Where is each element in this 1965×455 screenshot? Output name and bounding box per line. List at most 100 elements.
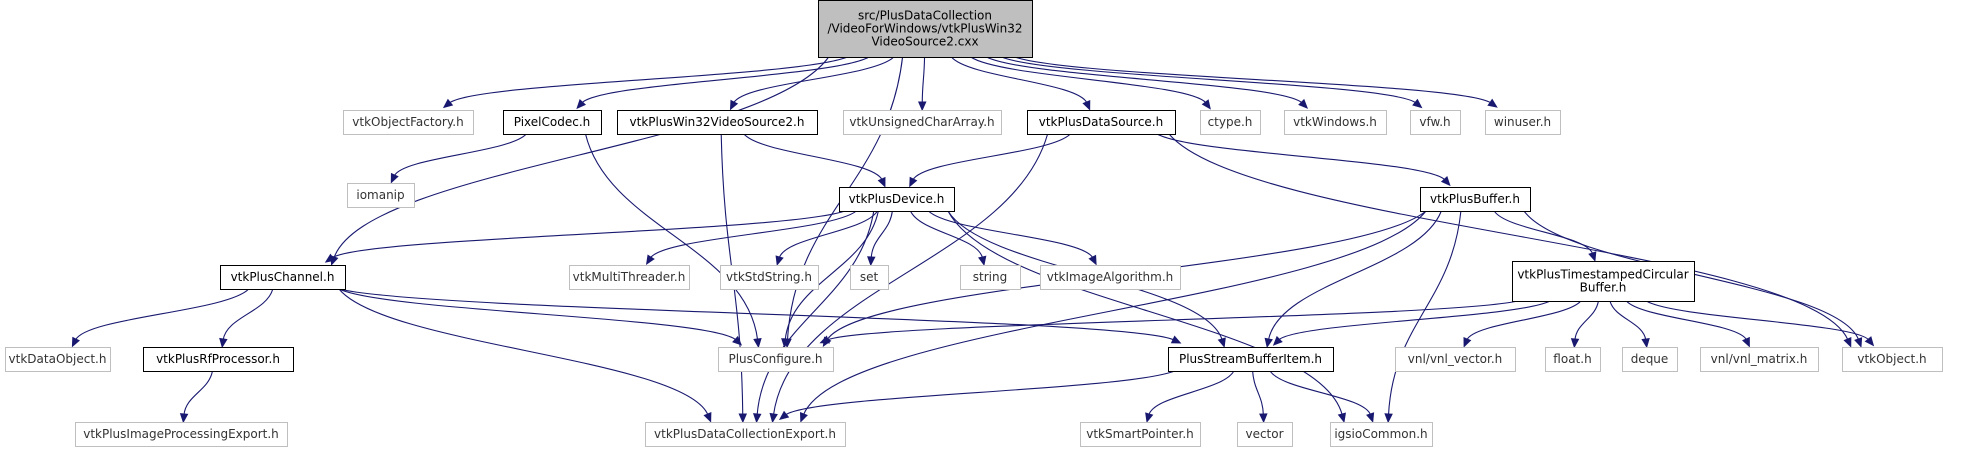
edge-root-to-winuser — [1014, 56, 1498, 108]
edge-line — [649, 210, 857, 259]
node-label: PlusStreamBufferItem.h — [1179, 352, 1322, 366]
node-box — [347, 183, 415, 208]
edge-line — [75, 288, 250, 341]
node-box — [1200, 110, 1261, 135]
edge-line — [183, 370, 213, 416]
edge-vtk-plus-timestamped-circular-buffer-to-float — [1570, 300, 1599, 349]
node-box — [1842, 347, 1943, 372]
node-box — [720, 265, 819, 290]
node-box — [75, 422, 288, 447]
edge-line — [1625, 300, 1748, 341]
node-vtk-plus-win32-video-source2[interactable]: vtkPlusWin32VideoSource2.h — [617, 110, 818, 135]
node-box — [503, 110, 602, 135]
node-label: vtkPlusWin32VideoSource2.h — [630, 115, 805, 129]
node-vtk-smart-pointer: vtkSmartPointer.h — [1080, 422, 1201, 447]
edge-vtk-plus-data-source-to-vtk-plus-device — [909, 133, 1071, 188]
edge-vtk-plus-device-to-vtk-image-algorithm — [928, 210, 1097, 266]
edge-line — [1609, 300, 1647, 341]
arrowhead — [799, 412, 808, 423]
node-box — [1512, 261, 1695, 302]
node-vtk-plus-channel[interactable]: vtkPlusChannel.h — [220, 265, 346, 290]
node-label: vfw.h — [1419, 115, 1450, 129]
node-label: vtkWindows.h — [1293, 115, 1377, 129]
edge-line — [338, 288, 709, 416]
arrowhead — [1259, 413, 1268, 424]
edge-vtk-plus-win32-video-source2-to-vtk-plus-device — [743, 133, 886, 188]
node-label: igsioCommon.h — [1334, 427, 1427, 441]
edge-line — [970, 56, 1207, 104]
arrowhead — [1082, 99, 1091, 111]
edge-line — [870, 210, 893, 259]
node-box — [1420, 187, 1531, 212]
edge-line — [1269, 370, 1372, 416]
node-label: deque — [1631, 352, 1669, 366]
edge-vtk-plus-buffer-to-igsio-common — [1384, 210, 1462, 424]
node-vtk-plus-buffer[interactable]: vtkPlusBuffer.h — [1420, 187, 1531, 212]
arrowhead — [442, 98, 454, 109]
edge-line — [802, 210, 1427, 416]
node-label: vnl/vnl_matrix.h — [1711, 352, 1808, 366]
edge-line — [1574, 300, 1599, 341]
edge-pixel-codec-to-iomanip — [390, 133, 527, 184]
node-box — [1410, 110, 1461, 135]
arrowhead — [703, 412, 712, 423]
node-vtk-plus-data-collection-export: vtkPlusDataCollectionExport.h — [645, 422, 846, 447]
edge-line — [826, 300, 1519, 341]
arrowhead — [753, 338, 762, 349]
node-label: vtkPlusBuffer.h — [1430, 192, 1520, 206]
edge-vtk-plus-device-to-igsio-common — [947, 210, 1346, 423]
edge-plus-stream-buffer-item-to-vector — [1252, 370, 1268, 424]
edge-line — [333, 56, 830, 259]
arrowhead — [729, 99, 739, 111]
node-box — [1168, 347, 1334, 372]
arrowhead — [909, 176, 918, 188]
edge-line — [1646, 300, 1870, 341]
edge-line — [1168, 133, 1849, 341]
edge-vtk-plus-buffer-to-vtk-plus-timestamped-circular-buffer — [1493, 210, 1597, 262]
node-box — [617, 110, 818, 135]
node-plus-stream-buffer-item[interactable]: PlusStreamBufferItem.h — [1168, 347, 1334, 372]
node-box — [718, 347, 834, 372]
node-pixel-codec[interactable]: PixelCodec.h — [503, 110, 602, 135]
arrowhead — [1366, 412, 1375, 423]
edge-line — [1387, 210, 1462, 416]
node-label: vtkUnsignedCharArray.h — [849, 115, 994, 129]
edge-line — [756, 210, 875, 416]
arrowhead — [1170, 335, 1182, 344]
node-string: string — [960, 265, 1021, 290]
edge-vtk-plus-buffer-to-plus-stream-buffer-item — [1264, 210, 1442, 349]
edge-vtk-plus-channel-to-plus-configure — [338, 288, 743, 346]
node-box — [1080, 422, 1201, 447]
edge-pixel-codec-to-plus-configure — [584, 133, 762, 349]
arrowhead — [645, 254, 655, 265]
node-label: vnl/vnl_vector.h — [1408, 352, 1503, 366]
node-vtk-plus-data-source[interactable]: vtkPlusDataSource.h — [1027, 110, 1176, 135]
node-label: vtkDataObject.h — [9, 352, 107, 366]
node-vtk-plus-device[interactable]: vtkPlusDevice.h — [839, 187, 955, 212]
edge-root-to-vtk-plus-data-source — [950, 56, 1091, 111]
arrowhead — [1440, 176, 1451, 187]
node-vtk-plus-rf-processor[interactable]: vtkPlusRfProcessor.h — [143, 347, 294, 372]
node-box — [220, 265, 346, 290]
arrowhead — [1217, 337, 1226, 348]
node-label: vtkSmartPointer.h — [1086, 427, 1193, 441]
edge-vtk-plus-timestamped-circular-buffer-to-vnl-matrix — [1625, 300, 1750, 348]
node-winuser: winuser.h — [1485, 110, 1561, 135]
edge-line — [912, 133, 1071, 181]
edge-plus-stream-buffer-item-to-igsio-common — [1269, 370, 1375, 423]
edge-line — [921, 56, 926, 104]
node-box — [1330, 422, 1433, 447]
node-root[interactable]: src/PlusDataCollection/VideoForWindows/v… — [818, 0, 1033, 58]
node-box — [839, 187, 955, 212]
node-box — [850, 265, 889, 290]
edge-root-to-vtk-plus-win32-video-source2 — [729, 56, 895, 111]
arrowhead — [576, 99, 587, 110]
edge-line — [1278, 300, 1551, 341]
node-vtk-image-algorithm: vtkImageAlgorithm.h — [1040, 265, 1181, 290]
edge-line — [1156, 133, 1446, 181]
node-box — [143, 347, 294, 372]
edge-root-to-vtk-windows — [986, 56, 1309, 109]
node-box — [1237, 422, 1293, 447]
